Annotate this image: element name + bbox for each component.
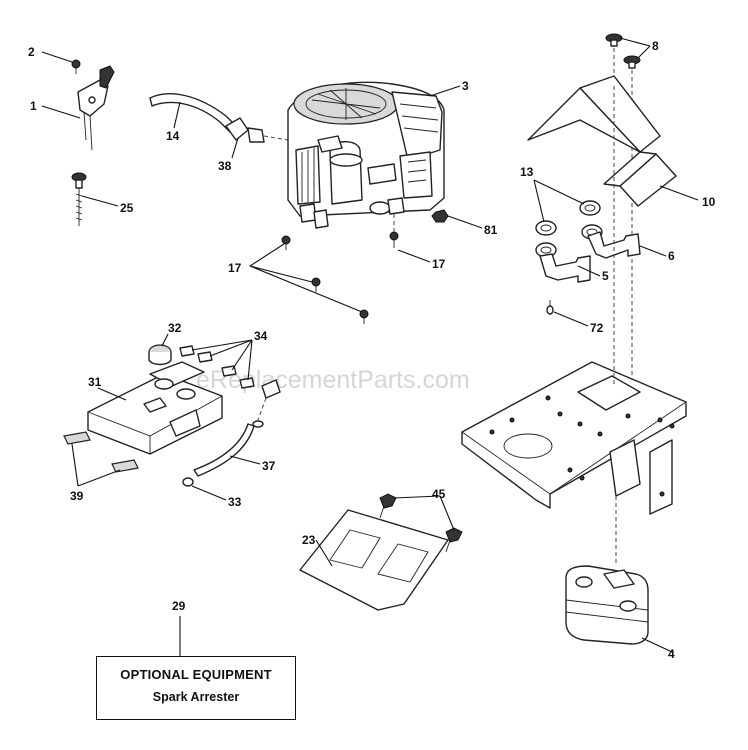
callout-29: 29 bbox=[172, 599, 186, 613]
part-17-bolts bbox=[281, 214, 399, 324]
part-5-exhaust-pipe bbox=[539, 253, 591, 283]
callout-81: 81 bbox=[484, 223, 498, 237]
callout-1: 1 bbox=[30, 99, 37, 113]
frame-plate bbox=[461, 86, 687, 566]
part-72-screw bbox=[546, 300, 554, 315]
optional-equipment-title: OPTIONAL EQUIPMENT bbox=[120, 667, 272, 682]
part-45-bolts bbox=[379, 493, 463, 553]
callout-5: 5 bbox=[602, 269, 609, 283]
callout-32: 32 bbox=[168, 321, 182, 335]
part-39-pads bbox=[63, 431, 139, 473]
callout-39: 39 bbox=[70, 489, 84, 503]
part-23-bracket bbox=[299, 509, 449, 611]
callout-3: 3 bbox=[462, 79, 469, 93]
part-33-fitting bbox=[182, 477, 194, 487]
optional-equipment-box: OPTIONAL EQUIPMENT Spark Arrester bbox=[96, 656, 296, 720]
part-34-clips bbox=[179, 345, 255, 389]
callout-31: 31 bbox=[88, 375, 102, 389]
callout-45: 45 bbox=[432, 487, 446, 501]
spark-arrester-label: Spark Arrester bbox=[152, 690, 240, 704]
part-1-throttle-control bbox=[77, 65, 115, 151]
callout-8: 8 bbox=[652, 39, 659, 53]
part-81-nut bbox=[431, 209, 449, 223]
part-38-fitting bbox=[225, 117, 289, 143]
callout-23: 23 bbox=[302, 533, 316, 547]
callout-17-left: 17 bbox=[228, 261, 242, 275]
part-31-battery-box bbox=[87, 361, 223, 455]
leader-lines bbox=[41, 37, 699, 656]
part-32-cap bbox=[148, 344, 172, 366]
part-4-muffler bbox=[565, 565, 649, 645]
callout-2: 2 bbox=[28, 45, 35, 59]
part-2-screw bbox=[71, 59, 81, 74]
callout-38: 38 bbox=[218, 159, 232, 173]
part-14-fuel-hose bbox=[149, 92, 237, 133]
callout-34: 34 bbox=[254, 329, 268, 343]
callout-37: 37 bbox=[262, 459, 276, 473]
part-13-gaskets bbox=[535, 200, 603, 258]
part-10-heat-shield bbox=[527, 75, 677, 207]
callout-17-right: 17 bbox=[432, 257, 446, 271]
callout-10: 10 bbox=[702, 195, 716, 209]
part-37-vent-tube bbox=[193, 379, 281, 477]
callout-13: 13 bbox=[520, 165, 534, 179]
watermark-text: eReplacementParts.com bbox=[196, 366, 470, 394]
part-6-exhaust-pipe bbox=[587, 231, 641, 259]
part-3-engine bbox=[287, 81, 445, 229]
callout-25: 25 bbox=[120, 201, 134, 215]
callout-4: 4 bbox=[668, 647, 675, 661]
part-25-bolt bbox=[71, 172, 87, 226]
callout-72: 72 bbox=[590, 321, 604, 335]
callout-14: 14 bbox=[166, 129, 180, 143]
callout-33: 33 bbox=[228, 495, 242, 509]
callout-6: 6 bbox=[668, 249, 675, 263]
callout-numbers: 2 1 3 4 5 6 8 10 13 14 17 17 23 25 29 31… bbox=[28, 39, 716, 661]
